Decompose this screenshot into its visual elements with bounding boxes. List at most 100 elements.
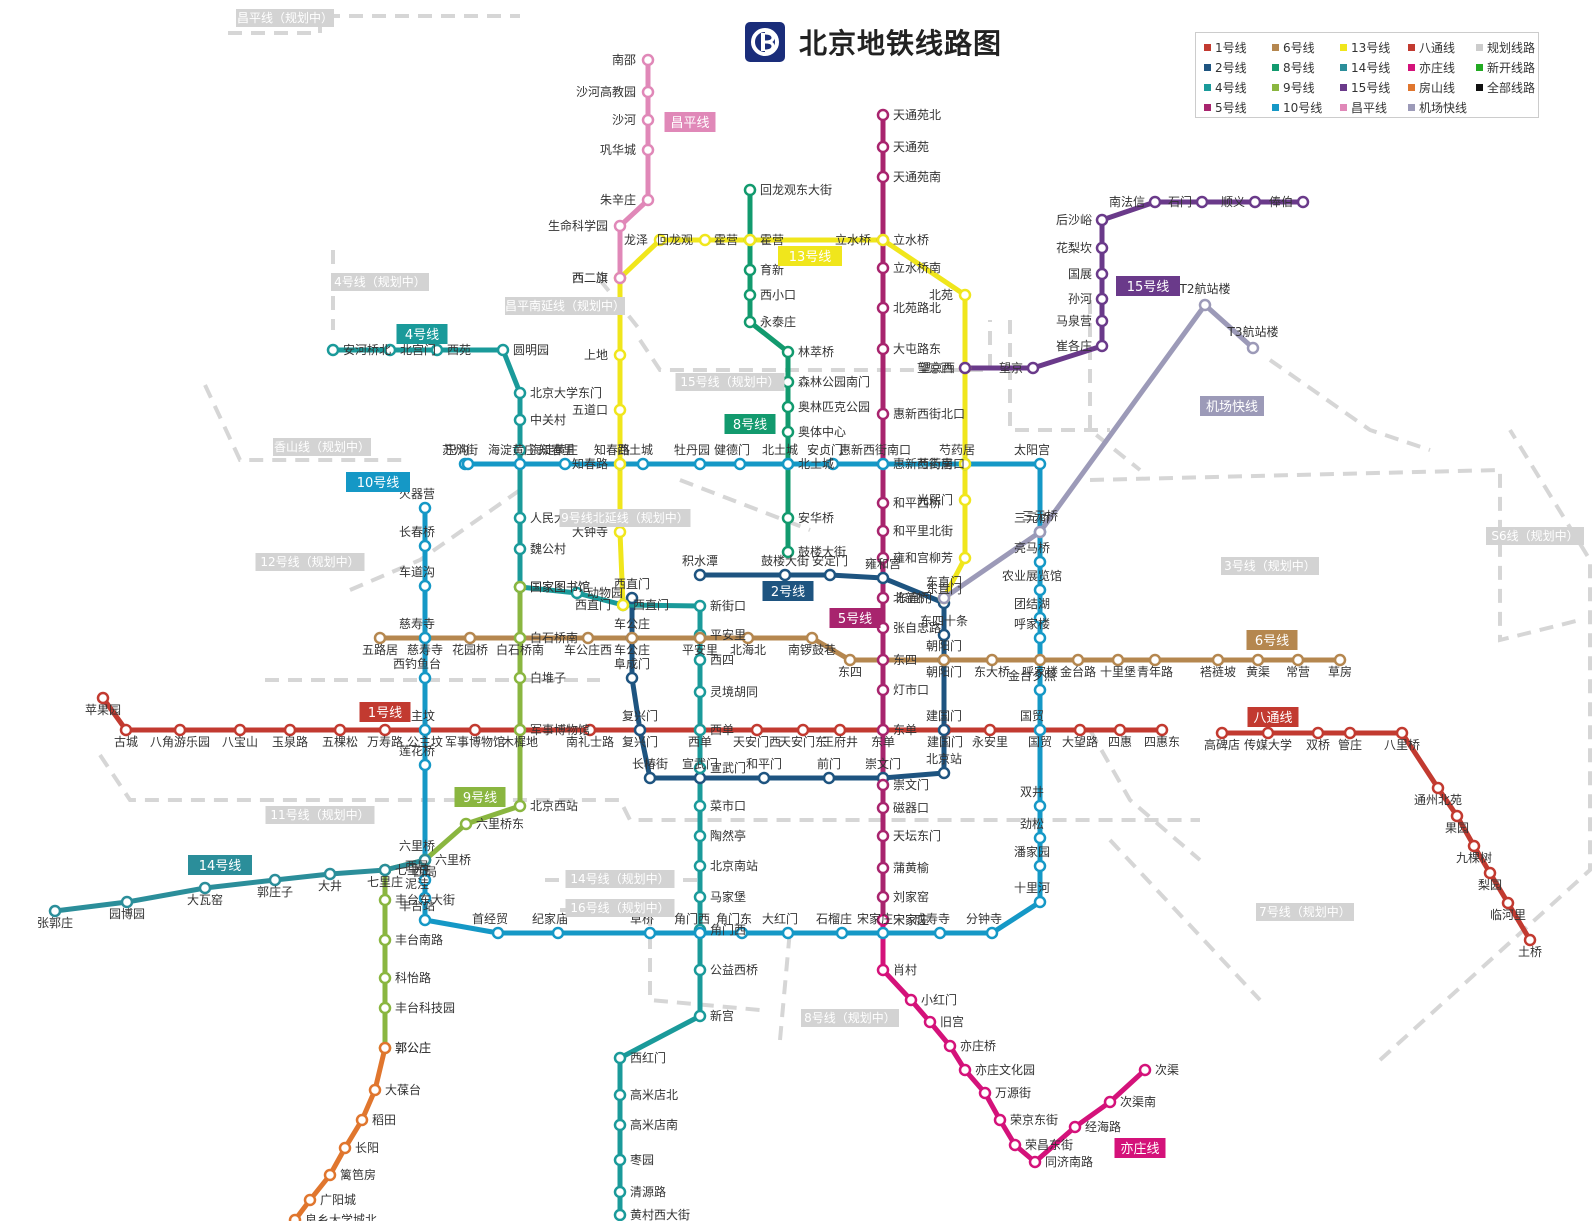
station-marker[interactable] <box>693 631 707 645</box>
station-marker[interactable] <box>876 551 890 565</box>
line-tag[interactable]: 13号线 <box>778 246 842 266</box>
station-marker[interactable] <box>1033 799 1047 813</box>
station-marker[interactable] <box>693 723 707 737</box>
station-marker[interactable] <box>843 653 857 667</box>
station-marker[interactable] <box>1501 896 1515 910</box>
station-marker[interactable] <box>613 271 627 285</box>
station-marker[interactable] <box>781 511 795 525</box>
station-marker[interactable] <box>373 631 387 645</box>
station-marker[interactable] <box>1033 457 1047 471</box>
station-marker[interactable] <box>743 288 757 302</box>
station-marker[interactable] <box>378 933 392 947</box>
station-marker[interactable] <box>876 457 890 471</box>
station-marker[interactable] <box>430 343 444 357</box>
station-marker[interactable] <box>1033 525 1047 539</box>
line-tag[interactable]: 机场快线 <box>1200 396 1264 416</box>
station-marker[interactable] <box>613 457 627 471</box>
legend-item[interactable]: 规划线路 <box>1476 39 1535 56</box>
station-marker[interactable] <box>641 113 655 127</box>
station-marker[interactable] <box>268 873 282 887</box>
station-marker[interactable] <box>1028 1155 1042 1169</box>
legend-item[interactable]: 14号线 <box>1340 59 1390 76</box>
station-marker[interactable] <box>513 511 527 525</box>
station-marker[interactable] <box>513 799 527 813</box>
station-marker[interactable] <box>693 761 707 775</box>
station-marker[interactable] <box>1248 195 1262 209</box>
station-marker[interactable] <box>1071 653 1085 667</box>
legend-item[interactable]: 2号线 <box>1204 59 1247 76</box>
station-marker[interactable] <box>418 579 432 593</box>
station-marker[interactable] <box>978 1086 992 1100</box>
station-marker[interactable] <box>937 723 951 737</box>
station-marker[interactable] <box>1073 723 1087 737</box>
station-marker[interactable] <box>983 723 997 737</box>
station-marker[interactable] <box>1195 195 1209 209</box>
station-marker[interactable] <box>876 496 890 510</box>
station-marker[interactable] <box>876 342 890 356</box>
station-marker[interactable] <box>1483 866 1497 880</box>
station-marker[interactable] <box>693 829 707 843</box>
station-marker[interactable] <box>641 85 655 99</box>
station-marker[interactable] <box>698 233 712 247</box>
station-marker[interactable] <box>876 571 890 585</box>
station-marker[interactable] <box>1343 726 1357 740</box>
metro-line[interactable] <box>629 572 947 781</box>
station-marker[interactable] <box>1008 1138 1022 1152</box>
station-marker[interactable] <box>418 873 432 887</box>
station-marker[interactable] <box>796 723 810 737</box>
station-marker[interactable] <box>943 1039 957 1053</box>
station-marker[interactable] <box>613 525 627 539</box>
station-marker[interactable] <box>233 723 247 737</box>
legend-item[interactable]: 1号线 <box>1204 39 1247 56</box>
station-marker[interactable] <box>904 993 918 1007</box>
station-marker[interactable] <box>173 723 187 737</box>
station-marker[interactable] <box>283 723 297 737</box>
station-marker[interactable] <box>1450 809 1464 823</box>
station-marker[interactable] <box>1215 726 1229 740</box>
station-marker[interactable] <box>513 443 527 457</box>
station-marker[interactable] <box>355 1113 369 1127</box>
station-marker[interactable] <box>781 545 795 559</box>
line-tag[interactable]: 八通线 <box>1247 707 1299 727</box>
station-marker[interactable] <box>583 723 597 737</box>
station-marker[interactable] <box>418 631 432 645</box>
legend-item[interactable]: 13号线 <box>1340 39 1390 56</box>
station-marker[interactable] <box>48 904 62 918</box>
station-marker[interactable] <box>383 343 397 357</box>
station-marker[interactable] <box>781 457 795 471</box>
station-marker[interactable] <box>551 926 565 940</box>
legend-item[interactable]: 八通线 <box>1408 39 1455 56</box>
station-marker[interactable] <box>876 524 890 538</box>
station-marker[interactable] <box>513 631 527 645</box>
station-marker[interactable] <box>613 403 627 417</box>
station-marker[interactable] <box>468 723 482 737</box>
station-marker[interactable] <box>781 345 795 359</box>
station-marker[interactable] <box>876 683 890 697</box>
station-marker[interactable] <box>418 853 432 867</box>
station-marker[interactable] <box>1103 1095 1117 1109</box>
metro-line[interactable] <box>941 302 1256 601</box>
legend-item[interactable]: 昌平线 <box>1340 99 1387 116</box>
station-marker[interactable] <box>119 723 133 737</box>
station-marker[interactable] <box>378 1001 392 1015</box>
legend-item[interactable]: 机场快线 <box>1408 99 1467 116</box>
station-marker[interactable] <box>613 1208 627 1221</box>
line-tag[interactable]: 1号线 <box>359 702 411 722</box>
station-marker[interactable] <box>1033 583 1047 597</box>
station-marker[interactable] <box>1033 631 1047 645</box>
station-marker[interactable] <box>418 913 432 927</box>
station-marker[interactable] <box>613 1051 627 1065</box>
station-marker[interactable] <box>923 1015 937 1029</box>
station-marker[interactable] <box>826 457 840 471</box>
line-tag[interactable]: 昌平线 <box>664 112 716 132</box>
station-marker[interactable] <box>303 1193 317 1207</box>
station-marker[interactable] <box>1251 653 1265 667</box>
station-marker[interactable] <box>641 53 655 67</box>
station-marker[interactable] <box>513 542 527 556</box>
station-marker[interactable] <box>513 723 527 737</box>
station-marker[interactable] <box>1296 195 1310 209</box>
station-marker[interactable] <box>1311 726 1325 740</box>
station-marker[interactable] <box>378 893 392 907</box>
station-marker[interactable] <box>937 766 951 780</box>
station-marker[interactable] <box>1148 653 1162 667</box>
